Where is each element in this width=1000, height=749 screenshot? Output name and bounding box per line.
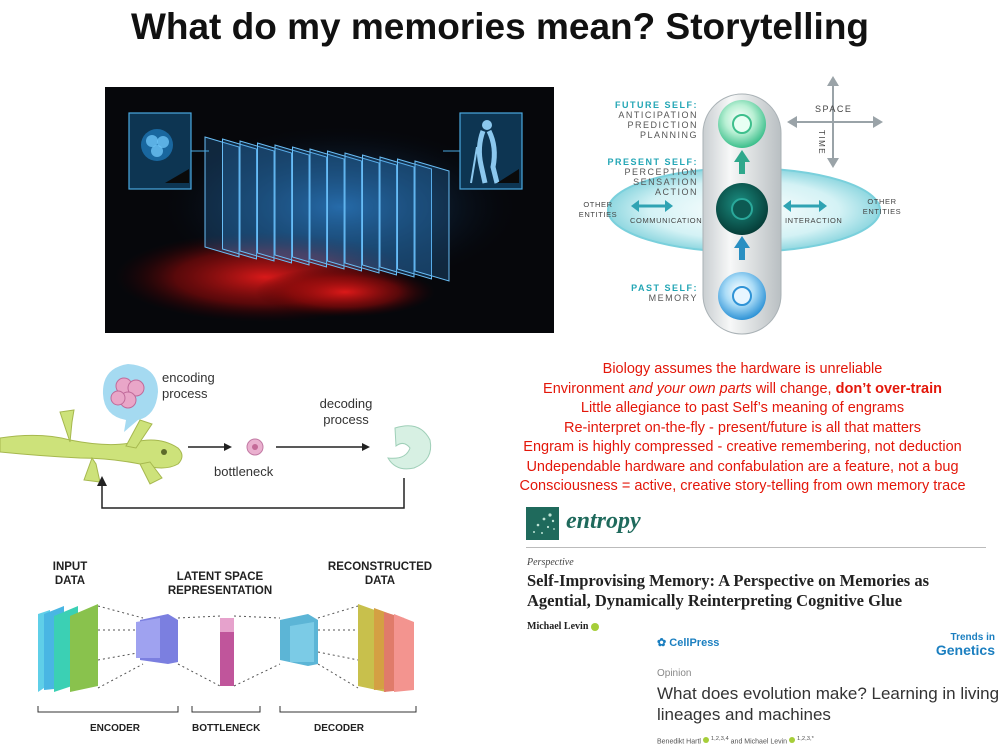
statement-part: Undependable hardware and confabulation … xyxy=(526,458,959,475)
future-line-2: PREDICTION xyxy=(627,120,698,130)
neural-video-still xyxy=(105,87,554,333)
orcid-icon-2 xyxy=(702,737,709,744)
egg-inset xyxy=(128,112,209,190)
past-line-1: MEMORY xyxy=(648,293,698,303)
cell-paper-card xyxy=(644,630,1000,749)
latent-label-1: LATENT SPACE xyxy=(176,571,264,583)
autoencoder-diagram xyxy=(37,604,417,713)
reconstructed-label-2: DATA xyxy=(364,575,396,587)
statement-part: Consciousness = active, creative story-t… xyxy=(519,478,966,494)
space-label: SPACE xyxy=(815,104,853,114)
time-label: TIME xyxy=(817,130,826,156)
encoding-label-2: process xyxy=(162,386,208,401)
salamander-icon xyxy=(0,409,183,485)
future-line-3: PLANNING xyxy=(639,130,698,140)
cell-title-line-1: What does evolution make? Learning in li… xyxy=(657,684,1000,703)
bottleneck-ae-label: BOTTLENECK xyxy=(192,723,261,734)
decoding-label-1: decoding xyxy=(319,396,373,411)
decoder-label: DECODER xyxy=(314,723,365,734)
orcid-icon xyxy=(590,622,599,631)
statement-line: Biology assumes the hardware is unreliab… xyxy=(485,360,1000,380)
present-line-3: ACTION xyxy=(654,187,698,197)
journal-name-line-1: Trends in xyxy=(950,632,995,643)
statement-part: and your own parts xyxy=(628,380,752,397)
layer-panes xyxy=(204,136,450,282)
arrow-up-icon xyxy=(739,160,745,174)
slide-title: What do my memories mean? Storytelling xyxy=(130,6,870,47)
encoding-label-1: encoding xyxy=(162,370,215,385)
statement-line: Consciousness = active, creative story-t… xyxy=(485,477,1000,497)
entropy-journal-name: entropy xyxy=(566,508,641,534)
video-illustration xyxy=(115,112,523,322)
entropy-title-line-2: Agential, Dynamically Reinterpreting Cog… xyxy=(527,591,903,610)
entropy-title-line-1: Self-Improvising Memory: A Perspective o… xyxy=(527,571,930,590)
statement-part: will change, xyxy=(751,380,836,397)
communication-label: COMMUNICATION xyxy=(630,216,703,225)
other-entities-left-1: OTHER xyxy=(583,200,613,209)
future-line-1: ANTICIPATION xyxy=(618,110,698,120)
journal-name-line-2: Genetics xyxy=(935,642,995,658)
statement-part: Little allegiance to past Self’s meaning… xyxy=(580,400,905,416)
elder-inset xyxy=(443,112,523,190)
statement-part: Environment xyxy=(543,380,629,397)
divider xyxy=(526,547,986,548)
encoder-label: ENCODER xyxy=(90,723,141,734)
bottleneck-label: bottleneck xyxy=(214,464,274,479)
present-line-2: SENSATION xyxy=(633,177,698,187)
layer-pane xyxy=(414,160,450,282)
cell-article-type: Opinion xyxy=(657,668,692,679)
reconstructed-label-1: RECONSTRUCTED xyxy=(327,561,433,573)
entropy-author: Michael Levin xyxy=(527,621,589,632)
present-line-1: PERCEPTION xyxy=(624,167,698,177)
input-label-1: INPUT xyxy=(52,561,88,573)
other-entities-left-2: ENTITIES xyxy=(578,210,618,219)
statement-line: Undependable hardware and confabulation … xyxy=(485,458,1000,478)
cell-author-2-aff: 1,2,3,* xyxy=(797,736,814,742)
self-time-diagram xyxy=(607,76,883,335)
entropy-article-type: Perspective xyxy=(527,557,574,568)
cell-author-1: Benedikt Hartl xyxy=(657,738,701,746)
statement-part: Engram is highly compressed - creative r… xyxy=(523,439,962,455)
statement-part: Re-interpret on-the-fly - present/future… xyxy=(563,419,921,436)
cell-author-2: and Michael Levin xyxy=(730,738,788,746)
orcid-icon-3 xyxy=(789,737,796,744)
statement-line: Environment and your own parts will chan… xyxy=(485,380,1000,400)
future-self-label: FUTURE SELF: xyxy=(615,100,698,110)
interaction-label: INTERACTION xyxy=(785,216,843,225)
cellpress-name: CellPress xyxy=(669,637,720,649)
regenerated-tissue-icon xyxy=(387,425,432,470)
latent-label-2: REPRESENTATION xyxy=(167,585,273,597)
salamander-diagram xyxy=(0,364,432,509)
other-entities-right-2: ENTITIES xyxy=(862,207,902,216)
cellpress-logo-icon: ✿ xyxy=(657,637,667,649)
output-layers xyxy=(358,604,414,692)
past-self-label: PAST SELF: xyxy=(631,283,698,293)
cell-author-1-aff: 1,2,3,4 xyxy=(710,736,729,742)
cell-title-line-2: lineages and machines xyxy=(657,705,831,724)
statements-list: Biology assumes the hardware is unreliab… xyxy=(485,360,1000,497)
entropy-logo-icon xyxy=(526,507,559,540)
present-self-label: PRESENT SELF: xyxy=(607,157,698,167)
statement-line: Little allegiance to past Self’s meaning… xyxy=(485,399,1000,419)
decoding-label-2: process xyxy=(323,412,369,427)
space-time-axes-icon xyxy=(787,76,883,168)
statement-part: Biology assumes the hardware is unreliab… xyxy=(602,361,883,377)
statement-line: Re-interpret on-the-fly - present/future… xyxy=(485,419,1000,439)
input-layers xyxy=(38,604,98,692)
other-entities-right-1: OTHER xyxy=(867,197,897,206)
latent-bar xyxy=(220,618,234,686)
input-label-2: DATA xyxy=(54,575,86,587)
statement-line: Engram is highly compressed - creative r… xyxy=(485,438,1000,458)
statement-part: don’t over-train xyxy=(835,380,942,397)
